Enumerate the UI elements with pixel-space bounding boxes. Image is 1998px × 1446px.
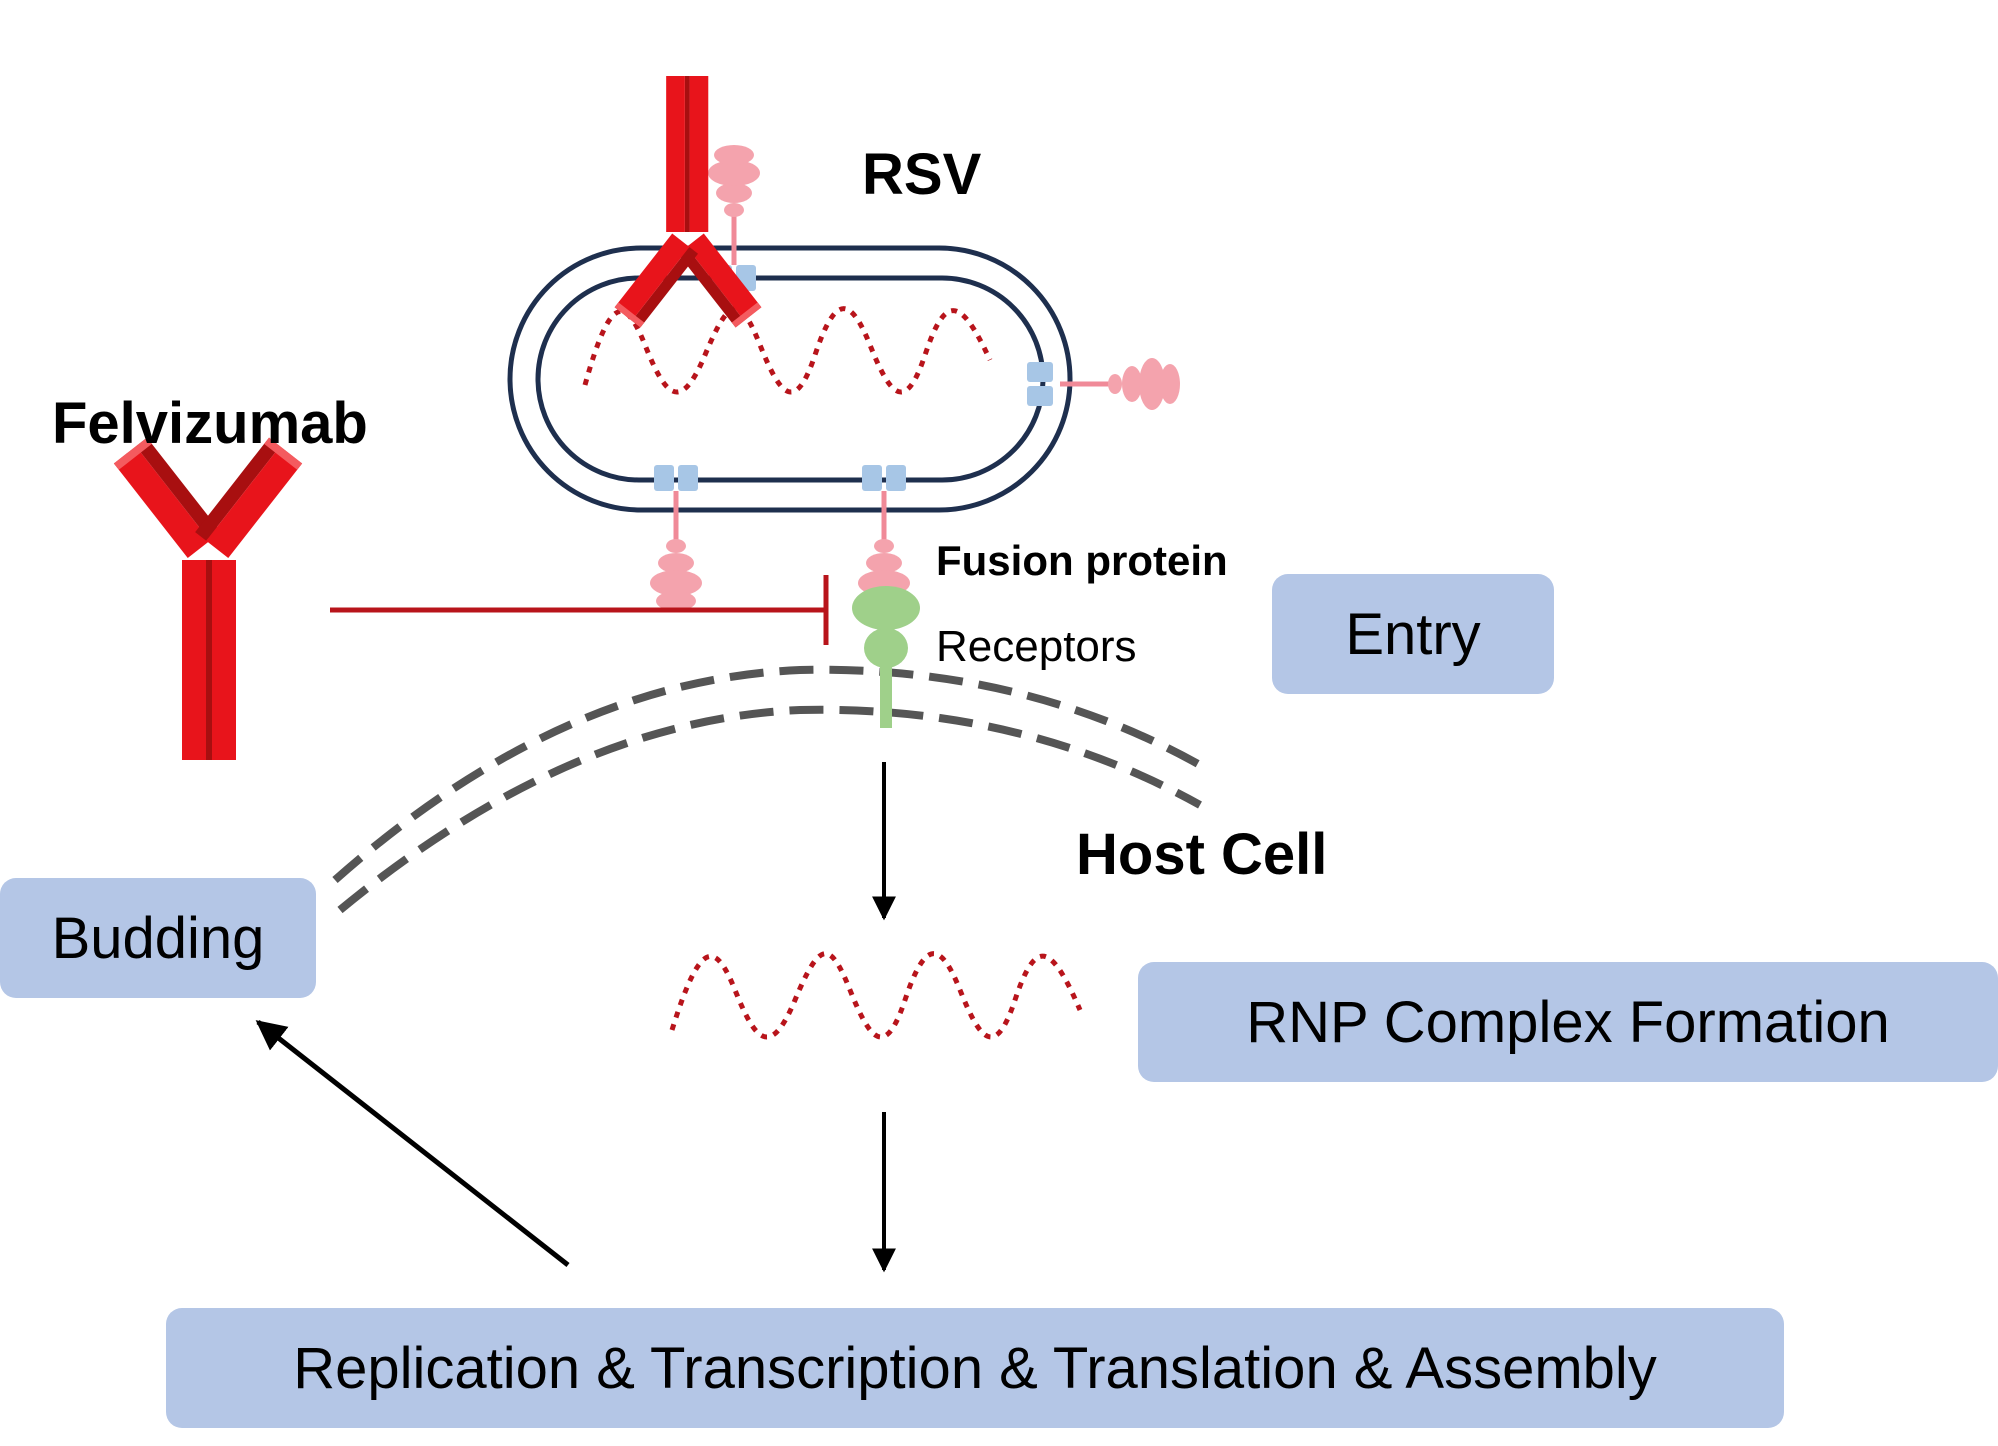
step-budding: Budding bbox=[0, 878, 316, 998]
host-membrane-outer bbox=[332, 665, 1202, 883]
viral-envelope-outer bbox=[507, 245, 1073, 513]
right-fusion-protein bbox=[1027, 358, 1180, 410]
inhibition-line bbox=[330, 575, 829, 645]
step-budding-label: Budding bbox=[51, 905, 265, 971]
fusion-protein-label: Fusion protein bbox=[936, 537, 1228, 584]
step-rnp: RNP Complex Formation bbox=[1138, 962, 1998, 1082]
step-entry-label: Entry bbox=[1345, 601, 1481, 667]
viral-rna-genome bbox=[582, 306, 993, 395]
rsv-virion bbox=[507, 245, 1073, 513]
arrow-replication-to-budding bbox=[255, 1020, 570, 1267]
rnp-rna bbox=[669, 951, 1083, 1040]
host-membrane-inner bbox=[337, 705, 1202, 914]
step-replication-label: Replication & Transcription & Translatio… bbox=[293, 1335, 1657, 1401]
receptors-label: Receptors bbox=[936, 622, 1137, 671]
step-rnp-label: RNP Complex Formation bbox=[1246, 989, 1890, 1055]
receptor-icon bbox=[852, 586, 920, 728]
step-entry: Entry bbox=[1272, 574, 1554, 694]
bottom-left-fusion-protein bbox=[650, 465, 702, 611]
virus-label: RSV bbox=[862, 142, 982, 207]
felvizumab-antibody-icon bbox=[113, 437, 303, 760]
step-replication: Replication & Transcription & Translatio… bbox=[166, 1308, 1784, 1428]
viral-envelope-inner bbox=[535, 275, 1046, 483]
host-cell-label: Host Cell bbox=[1076, 822, 1328, 887]
drug-label: Felvizumab bbox=[52, 391, 368, 456]
